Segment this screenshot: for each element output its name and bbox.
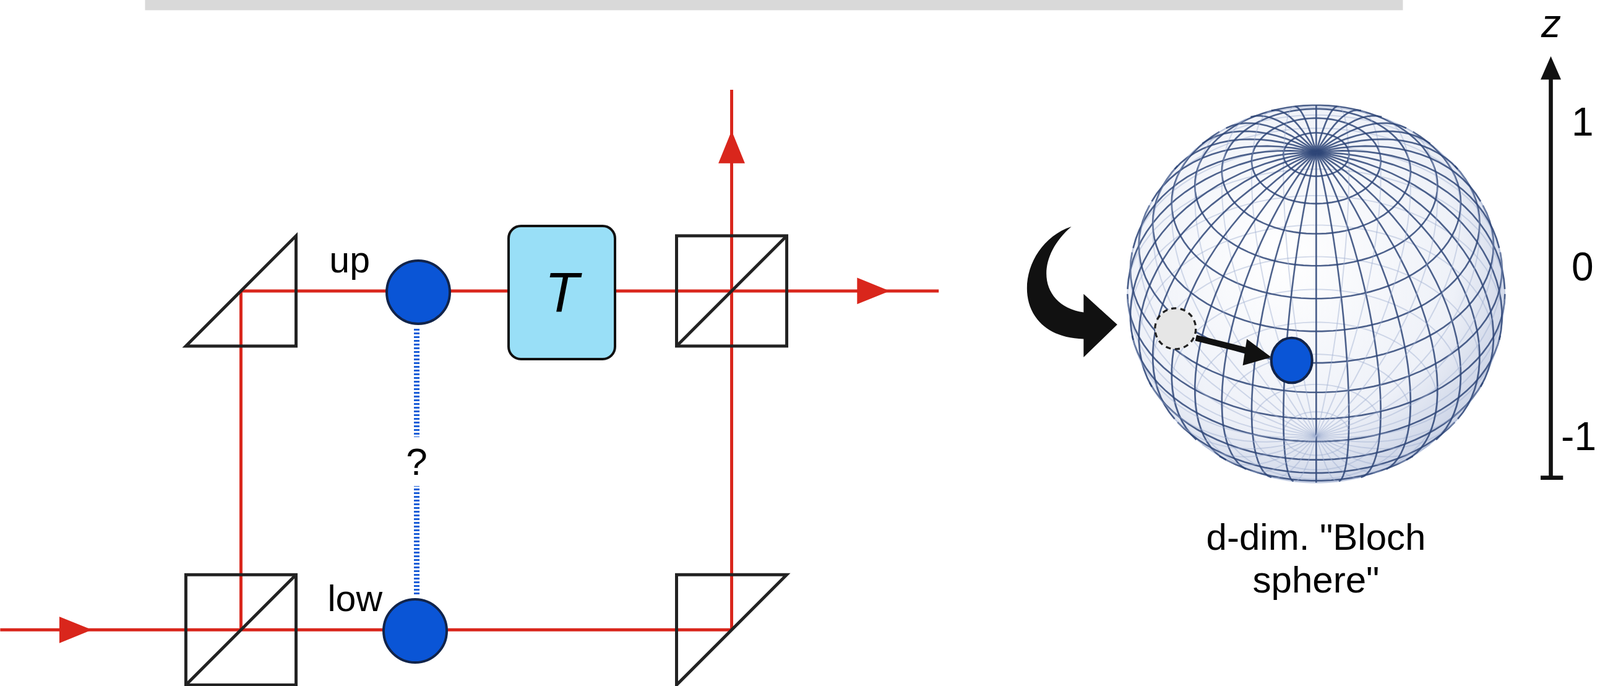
initial-state xyxy=(1155,308,1196,349)
edge-label: ? xyxy=(402,436,431,486)
final-state xyxy=(1271,337,1313,383)
axis-tick-label: 0 xyxy=(1571,244,1594,291)
beam-splitter xyxy=(676,235,787,346)
sphere-grid xyxy=(1127,105,1505,483)
axis-tick-label: 1 xyxy=(1571,99,1594,146)
beam-splitter xyxy=(185,574,296,685)
optics xyxy=(185,235,787,685)
beam-arrowheads xyxy=(59,130,890,643)
state-arrow xyxy=(1195,337,1253,353)
laser-beams xyxy=(0,89,939,630)
mirror xyxy=(185,235,296,346)
state-arrowhead xyxy=(1243,338,1272,366)
rotation-arrow xyxy=(1027,226,1118,357)
sphere-caption: d-dim. "Bloch sphere" xyxy=(1170,515,1462,601)
top-bar xyxy=(144,0,1403,10)
axis-name: z xyxy=(1541,1,1562,48)
transformation-box: T xyxy=(507,224,617,361)
path-detector-up: up xyxy=(385,259,452,325)
path-label: low xyxy=(327,580,383,617)
path-label: up xyxy=(329,241,370,279)
mirror xyxy=(676,574,787,685)
axis-tick-label: -1 xyxy=(1561,413,1597,460)
z-axis-arrowhead xyxy=(1540,56,1562,80)
bloch-sphere xyxy=(1127,105,1505,483)
z-axis xyxy=(1540,76,1563,478)
path-detector-low: low xyxy=(382,597,448,664)
box-label: T xyxy=(545,264,580,321)
